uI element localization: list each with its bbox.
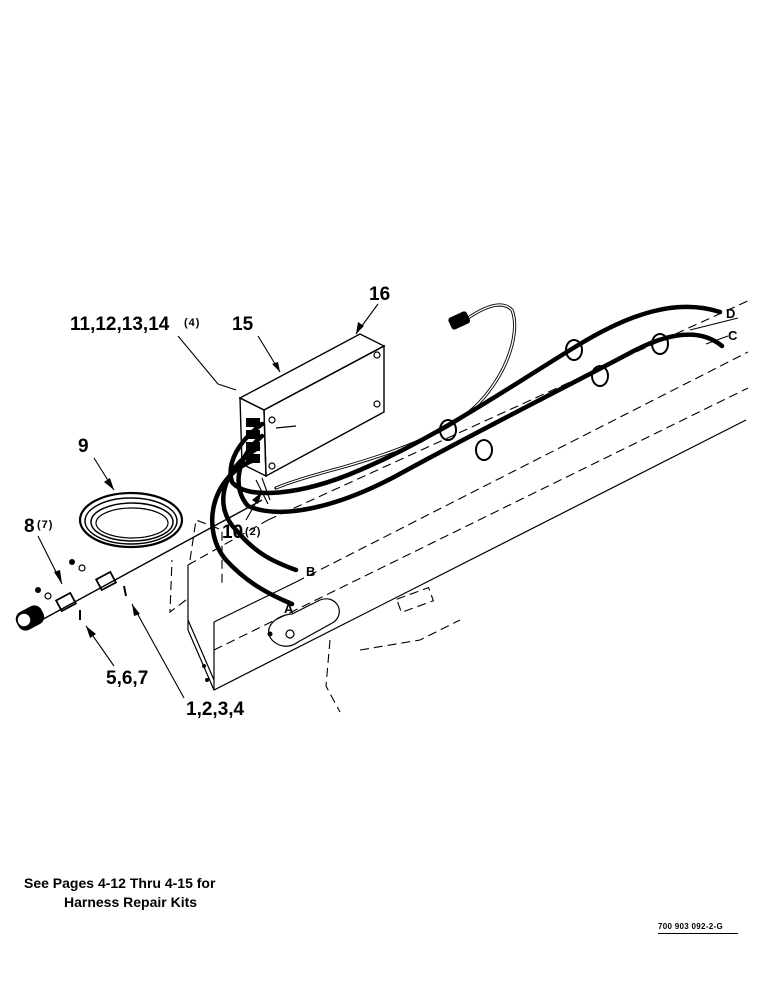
callout-8: 8 <box>24 516 35 537</box>
leader-8-arrow <box>54 570 62 584</box>
coil-loop <box>78 491 184 549</box>
repair-kit-note: See Pages 4-12 Thru 4-15 for Harness Rep… <box>24 874 215 912</box>
hose-clamp <box>475 439 493 461</box>
callout-11-14: 11,12,13,14 <box>70 314 170 335</box>
beam-top-back-edge <box>187 519 269 566</box>
connector <box>246 418 260 427</box>
hose-label-d: D <box>726 306 735 321</box>
box-top-face <box>238 333 386 411</box>
control-box <box>238 333 386 478</box>
drawing-number: 700 903 092-2-G <box>658 922 738 934</box>
hose-clamp <box>651 333 669 355</box>
callout-5-7: 5,6,7 <box>106 668 148 689</box>
hoses <box>210 304 725 607</box>
beam-bolt <box>202 664 206 668</box>
leader-15-arrow <box>272 362 280 372</box>
hose-b <box>221 445 299 573</box>
callout-labels: 16 15 11,12,13,14 (4) 9 8 (7) 10 (2) 5,6… <box>24 284 738 720</box>
hose-clamp <box>439 419 457 441</box>
hose-d <box>228 304 723 496</box>
hose-label-c: C <box>728 328 738 343</box>
beam-end-inner-edge <box>187 619 215 681</box>
leader-lines <box>37 303 739 699</box>
clip-washer <box>78 564 86 572</box>
cable-inner <box>275 304 516 489</box>
leader-16-arrow <box>356 322 364 334</box>
harness-centerline <box>35 499 263 624</box>
callout-10: 10 <box>222 522 243 543</box>
drawing-number-text: 700 903 092-2-G <box>658 922 723 931</box>
hose-label-b: B <box>306 564 315 579</box>
beam-back-hidden-edge <box>267 299 751 521</box>
hose-label-a: A <box>284 601 294 616</box>
beam-bolt <box>205 678 209 682</box>
coil-loop <box>90 502 174 542</box>
hose-a <box>210 457 295 607</box>
frame-beam <box>169 299 751 713</box>
harness-clip <box>94 570 118 592</box>
coil-loop <box>95 507 169 539</box>
leader-1-4 <box>131 603 185 699</box>
box-screw <box>268 416 276 424</box>
leader-1-4-arrow <box>132 604 140 616</box>
callout-16: 16 <box>369 284 390 305</box>
leader-11-14-tail <box>217 383 237 391</box>
hose-clamps <box>439 333 669 461</box>
harness-plug-face <box>16 612 32 628</box>
callout-9: 9 <box>78 436 89 457</box>
callout-8-qty: (7) <box>37 519 53 531</box>
note-line-1: See Pages 4-12 Thru 4-15 for <box>24 875 216 891</box>
hitch-bolt <box>267 631 273 637</box>
harness-line <box>15 499 263 631</box>
coil-loop <box>84 497 178 545</box>
leader-5-7-arrow <box>86 626 96 638</box>
harness-clip <box>54 591 78 613</box>
callout-10-qty: (2) <box>245 526 261 538</box>
tie-strap <box>261 477 271 501</box>
box-screw <box>373 400 381 408</box>
cable-outer <box>274 303 517 490</box>
hitch-hole <box>285 629 295 639</box>
leader-c <box>705 335 729 345</box>
leader-10-arrow <box>252 492 262 504</box>
hose-c <box>236 332 725 514</box>
clip-nut <box>69 559 75 565</box>
box-screw-exploded <box>275 425 297 429</box>
beam-mid-hidden-edge <box>213 387 749 651</box>
callout-11-14-qty: (4) <box>184 317 200 329</box>
leader-d <box>689 317 739 331</box>
box-screw <box>268 462 276 470</box>
leader-11-14 <box>177 335 219 385</box>
callout-15: 15 <box>232 314 254 335</box>
drawing-number-underline <box>658 933 738 934</box>
beam-top-front-edge <box>213 581 297 623</box>
box-front-face <box>263 344 385 478</box>
note-line-2: Harness Repair Kits <box>64 894 198 910</box>
lower-brace-hidden <box>359 619 461 651</box>
beam-slot <box>395 586 435 614</box>
beam-top-hidden-edge <box>295 351 749 583</box>
lower-support-hidden <box>325 639 341 713</box>
plug-connector <box>448 311 471 330</box>
clip-screw <box>123 585 127 597</box>
hitch-plate <box>268 598 340 647</box>
leader-9-arrow <box>104 478 114 490</box>
signal-cable <box>274 303 517 490</box>
clip-nut <box>35 587 41 593</box>
beam-bottom-edge <box>187 419 747 691</box>
callout-1-4: 1,2,3,4 <box>186 699 245 720</box>
bracket-hidden-outline <box>189 519 223 585</box>
support-hidden-outline <box>169 559 187 614</box>
hose-clamp <box>591 365 609 387</box>
hose-clamp <box>565 339 583 361</box>
coiled-harness <box>78 491 184 549</box>
clip-washer <box>44 592 52 600</box>
connector <box>246 430 260 439</box>
box-screw <box>373 351 381 359</box>
